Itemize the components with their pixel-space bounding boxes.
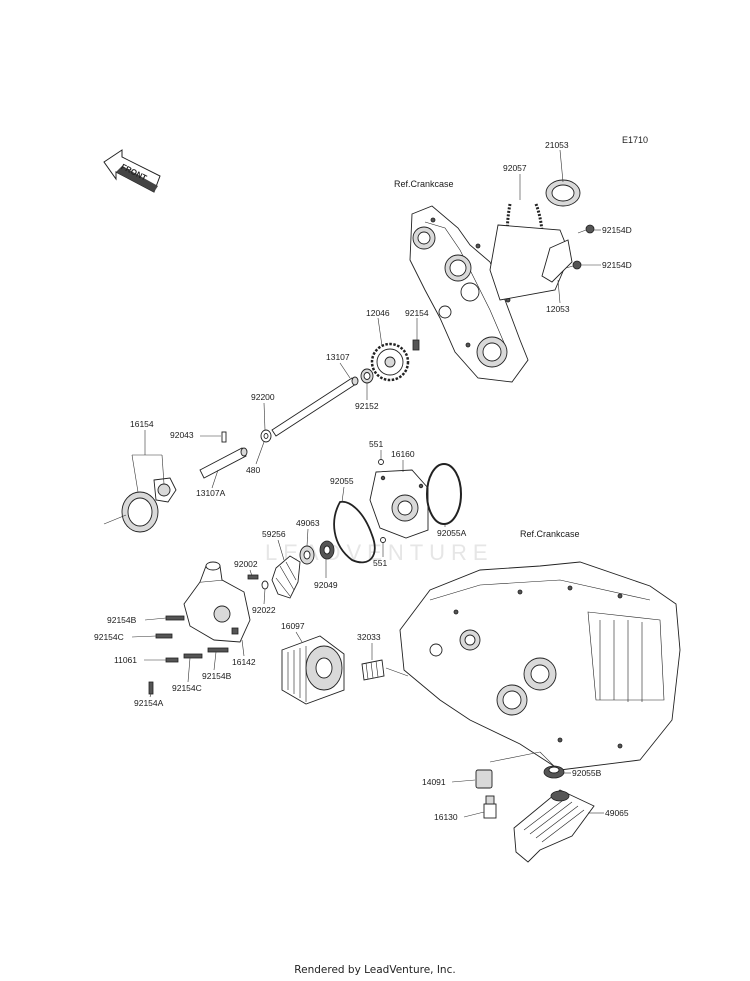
- shaft-13107A: [199, 447, 248, 479]
- label-551-a[interactable]: 551: [369, 439, 383, 449]
- label-92154D-a[interactable]: 92154D: [602, 225, 632, 235]
- bearing-92049: [319, 540, 335, 560]
- label-92043[interactable]: 92043: [170, 430, 194, 440]
- seal-49063: [299, 545, 315, 565]
- bolt-92002: [247, 574, 259, 580]
- label-49065[interactable]: 49065: [605, 808, 629, 818]
- label-92057[interactable]: 92057: [503, 163, 527, 173]
- label-21053[interactable]: 21053: [545, 140, 569, 150]
- shaft-13107: [271, 376, 359, 437]
- label-11061[interactable]: 11061: [114, 655, 137, 665]
- label-12053[interactable]: 12053: [546, 304, 570, 314]
- label-14091[interactable]: 14091: [422, 777, 446, 787]
- dowel-551-b: [380, 537, 386, 543]
- label-16154[interactable]: 16154: [130, 419, 154, 429]
- label-13107A[interactable]: 13107A: [196, 488, 226, 498]
- label-92154C-a[interactable]: 92154C: [94, 632, 124, 642]
- guide-12053: [541, 239, 573, 283]
- impeller-59256: [271, 555, 301, 599]
- label-16142[interactable]: 16142: [232, 657, 256, 667]
- label-49063[interactable]: 49063: [296, 518, 320, 528]
- label-16130[interactable]: 16130: [434, 812, 458, 822]
- label-551-b[interactable]: 551: [373, 558, 387, 568]
- label-16097[interactable]: 16097: [281, 621, 305, 631]
- bolt-92154A: [148, 681, 154, 695]
- part-14091: [475, 769, 493, 789]
- diagram-code: E1710: [622, 135, 649, 145]
- washer-92200: [260, 429, 272, 443]
- label-92055A[interactable]: 92055A: [437, 528, 467, 538]
- rotor-16154: [103, 477, 177, 533]
- pin-92043: [221, 431, 227, 443]
- strainer-49065: [513, 789, 595, 863]
- label-59256[interactable]: 59256: [262, 529, 286, 539]
- ref-crankcase-upper: Ref.Crankcase: [394, 179, 454, 189]
- oring-92055: [333, 501, 376, 564]
- label-480[interactable]: 480: [246, 465, 260, 475]
- bolt-92154C-b: [183, 653, 203, 659]
- collar-92152: [360, 368, 374, 384]
- label-92154D-b[interactable]: 92154D: [602, 260, 632, 270]
- pump-cover-16142: [183, 561, 251, 643]
- bolt-92154: [412, 339, 420, 351]
- label-92200[interactable]: 92200: [251, 392, 275, 402]
- crankcase-lower: [399, 561, 681, 771]
- label-92154B-b[interactable]: 92154B: [202, 671, 232, 681]
- label-92154C-b[interactable]: 92154C: [172, 683, 202, 693]
- label-92022[interactable]: 92022: [252, 605, 276, 615]
- bolt-92154B-b: [207, 647, 229, 653]
- label-92154A[interactable]: 92154A: [134, 698, 164, 708]
- pump-body-16160: [369, 469, 429, 539]
- seal-21053: [545, 179, 581, 207]
- dowel-551-a: [378, 459, 384, 465]
- label-92055B[interactable]: 92055B: [572, 768, 602, 778]
- bolt-92154C-a: [155, 633, 173, 639]
- label-32033[interactable]: 32033: [357, 632, 381, 642]
- label-92154B-a[interactable]: 92154B: [107, 615, 137, 625]
- ref-crankcase-lower: Ref.Crankcase: [520, 529, 580, 539]
- oring-92055B: [543, 765, 565, 779]
- sprocket-12046: [370, 342, 410, 382]
- crankcase-cover-upper: [409, 205, 529, 383]
- label-13107[interactable]: 13107: [326, 352, 350, 362]
- washer-11061: [165, 657, 179, 663]
- label-12046[interactable]: 12046: [366, 308, 390, 318]
- oring-92055A: [426, 463, 462, 525]
- footer-credit: Rendered by LeadVenture, Inc.: [294, 964, 456, 976]
- labels: Ref.Crankcase Ref.Crankcase 21053 92057 …: [94, 140, 632, 822]
- part-16130: [483, 795, 497, 819]
- bolt-92154D-a: [577, 224, 595, 234]
- oil-filter-16097: [281, 635, 345, 705]
- label-16160[interactable]: 16160: [391, 449, 415, 459]
- label-92002[interactable]: 92002: [234, 559, 258, 569]
- washer-92022: [261, 580, 269, 590]
- label-92152[interactable]: 92152: [355, 401, 379, 411]
- label-92154[interactable]: 92154: [405, 308, 429, 318]
- front-arrow-icon: FRONT: [103, 149, 161, 193]
- bolt-92154B-a: [165, 615, 185, 621]
- label-92049[interactable]: 92049: [314, 580, 338, 590]
- pipe-32033: [361, 659, 409, 681]
- label-92055[interactable]: 92055: [330, 476, 354, 486]
